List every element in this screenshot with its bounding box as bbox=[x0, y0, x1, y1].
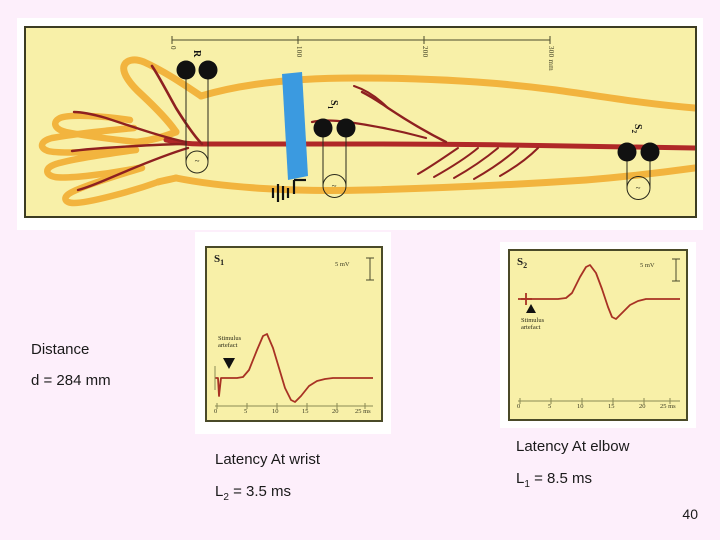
x-tick-25-s2: 25 ms bbox=[660, 403, 676, 410]
x-tick-15-s1: 15 bbox=[302, 408, 309, 415]
svg-text:~: ~ bbox=[195, 156, 200, 166]
wrist-latency-title: Latency At wrist bbox=[215, 451, 321, 468]
trace-title-s2: S2 bbox=[517, 256, 528, 271]
scale-tick-200: 200 bbox=[421, 46, 429, 58]
electrode-label-s1: S1 bbox=[326, 100, 339, 110]
svg-text:~: ~ bbox=[636, 183, 641, 193]
up-triangle-marker-s2 bbox=[526, 304, 536, 313]
trace-plot-s2 bbox=[518, 258, 680, 404]
calibration-label-s1: 5 mV bbox=[335, 261, 350, 268]
electrode-label-s2: S2 bbox=[630, 124, 643, 134]
elbow-latency-title: Latency At elbow bbox=[516, 438, 630, 455]
scale-tick-300: 300 mm bbox=[547, 46, 555, 71]
anatomy-illustration: ~ ~ ~ bbox=[38, 36, 695, 207]
x-tick-5-s2: 5 bbox=[548, 403, 552, 410]
anatomy-diagram-panel: ~ ~ ~ 0 100 200 bbox=[24, 26, 697, 218]
scale-tick-100: 100 bbox=[295, 46, 303, 58]
scale-tick-0: 0 bbox=[169, 46, 177, 50]
trace-title-s1: S1 bbox=[214, 253, 225, 268]
distance-title: Distance bbox=[31, 341, 90, 358]
page-number: 40 bbox=[682, 506, 698, 522]
x-tick-15-s2: 15 bbox=[608, 403, 615, 410]
distance-value: d = 284 mm bbox=[31, 372, 111, 389]
x-tick-0-s2: 0 bbox=[517, 403, 521, 410]
calibration-label-s2: 5 mV bbox=[640, 262, 655, 269]
x-tick-10-s2: 10 bbox=[577, 403, 584, 410]
electrode-label-r: R bbox=[191, 50, 202, 58]
elbow-latency-value: L1 = 8.5 ms bbox=[516, 470, 593, 490]
x-tick-10-s1: 10 bbox=[272, 408, 279, 415]
x-tick-25-s1: 25 ms bbox=[355, 408, 371, 415]
x-tick-20-s2: 20 bbox=[639, 403, 646, 410]
svg-text:~: ~ bbox=[332, 181, 337, 191]
x-tick-0-s1: 0 bbox=[214, 408, 218, 415]
down-triangle-marker-s1 bbox=[223, 358, 235, 369]
x-tick-20-s1: 20 bbox=[332, 408, 339, 415]
trace-plot-s1 bbox=[214, 257, 374, 409]
x-tick-5-s1: 5 bbox=[244, 408, 248, 415]
wrist-latency-value: L2 = 3.5 ms bbox=[215, 483, 292, 503]
